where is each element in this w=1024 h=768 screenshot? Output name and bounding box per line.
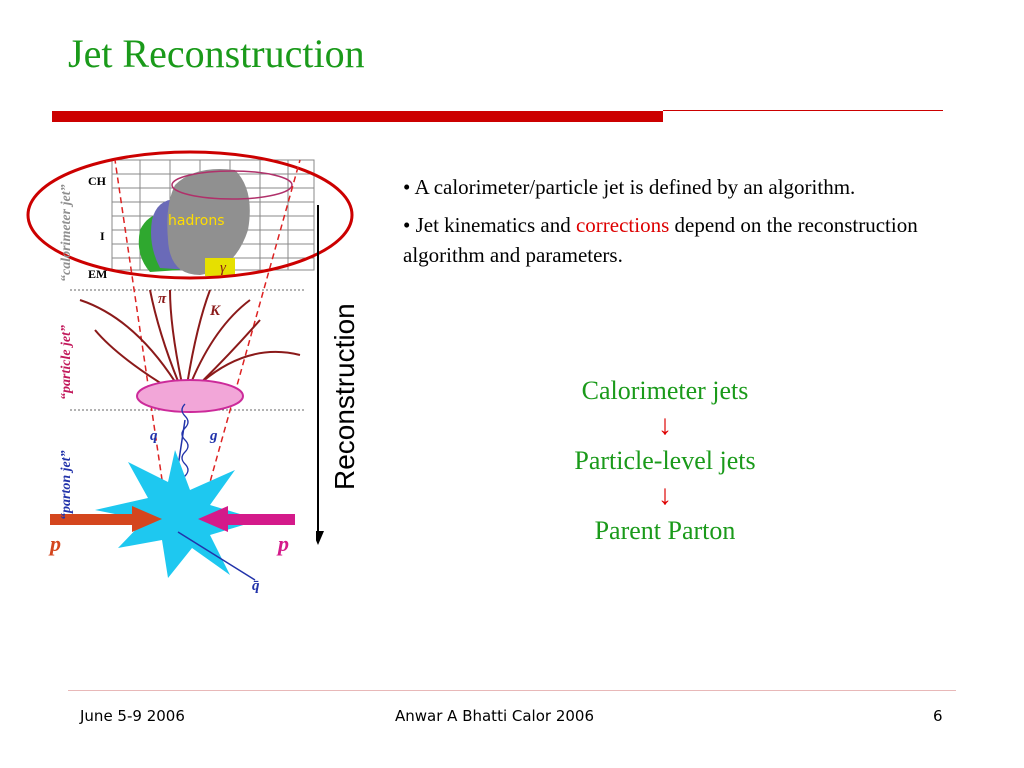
bullet-2: • Jet kinematics and corrections depend … (403, 210, 943, 270)
jet-level-flow: Calorimeter jets ↓ Particle-level jets ↓… (505, 372, 825, 550)
left-beam-arrow (50, 506, 162, 532)
bullet-1: • A calorimeter/particle jet is defined … (403, 175, 856, 199)
title-underline-thick (52, 111, 663, 122)
gamma-label: γ (220, 260, 227, 276)
proton-label-left: p (48, 531, 61, 556)
calorimeter-jet-label: “calorimeter jet” (59, 184, 74, 282)
bullet-2-before: • Jet kinematics and (403, 213, 576, 237)
antiquark-label: q̄ (252, 578, 260, 594)
particle-jet-ellipse (136, 379, 244, 413)
calorimeter-inner-ellipse (171, 170, 293, 200)
footer-page-number: 6 (933, 707, 943, 725)
flow-calorimeter-jets: Calorimeter jets (581, 376, 749, 405)
down-arrow-icon: ↓ (658, 480, 672, 511)
jet-diagram: hadrons CH I EM π K γ q g q̄ p p “c (26, 150, 354, 594)
layer-label-ch: CH (88, 174, 107, 188)
proton-label-right: p (276, 531, 289, 556)
reconstruction-label: Reconstruction (329, 303, 360, 490)
pion-label: π (158, 291, 167, 307)
calorimeter-jet-ellipse (26, 150, 354, 280)
hadrons-label: hadrons (168, 213, 225, 229)
gluon-label: g (209, 428, 218, 444)
slide-title: Jet Reconstruction (68, 31, 365, 76)
footer-divider (68, 690, 956, 691)
down-arrow-icon: ↓ (658, 410, 672, 441)
bullet-list: • A calorimeter/particle jet is defined … (403, 172, 943, 278)
cone-left (114, 159, 166, 501)
collision-star (95, 450, 260, 578)
bullet-2-after: depend on the reconstruction algorithm a… (403, 213, 918, 267)
flow-particle-level-jets: Particle-level jets (574, 446, 756, 475)
gamma-shower (205, 258, 235, 276)
cone-right (204, 159, 301, 501)
flow-parent-parton: Parent Parton (594, 516, 736, 545)
title-underline-thin (663, 110, 943, 111)
footer-author: Anwar A Bhatti Calor 2006 (395, 707, 594, 725)
particle-jet-label: “particle jet” (59, 325, 74, 400)
parton-jet-label: “parton jet” (59, 450, 74, 520)
right-beam-arrow (198, 506, 295, 532)
hadron-shower-gray (167, 169, 250, 275)
antiquark-line (177, 531, 256, 581)
kaon-label: K (209, 303, 221, 319)
layer-label-i: I (100, 229, 105, 243)
quark-label: q (150, 428, 158, 444)
reconstruction-arrow: Reconstruction (316, 205, 360, 545)
corrections-highlight: corrections (575, 213, 670, 237)
footer-date: June 5-9 2006 (80, 707, 185, 725)
layer-label-em: EM (88, 267, 107, 281)
